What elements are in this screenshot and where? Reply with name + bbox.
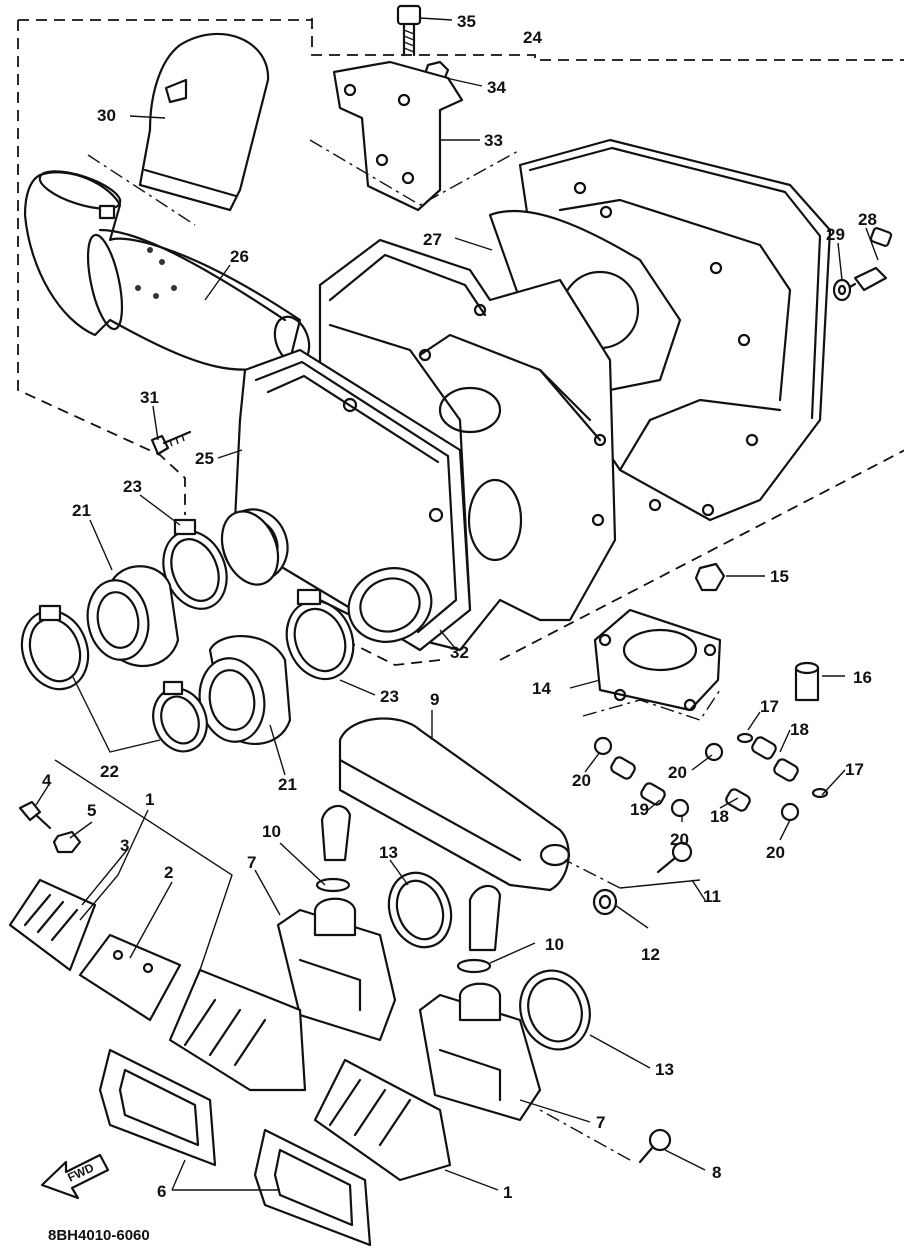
nut-15 [694, 562, 726, 592]
clamp-22a [20, 604, 90, 691]
callout-25: 25 [195, 449, 214, 468]
callout-27: 27 [423, 230, 442, 249]
callout-33: 33 [484, 131, 503, 150]
callout-1a: 1 [145, 790, 154, 809]
callout-7a: 7 [247, 853, 256, 872]
callout-labels: 35 24 34 30 33 27 29 28 26 31 25 23 21 1… [42, 12, 877, 1202]
tube-26 [23, 170, 311, 371]
callout-22: 22 [100, 762, 119, 781]
callout-20b: 20 [668, 763, 687, 782]
callout-8: 8 [712, 1163, 721, 1182]
callout-32: 32 [450, 643, 469, 662]
hoses-18-19 [610, 736, 799, 812]
bolt-8 [638, 1128, 672, 1164]
clips-17 [736, 732, 829, 799]
callout-10a: 10 [262, 822, 281, 841]
callout-23b: 23 [380, 687, 399, 706]
fwd-arrow-icon: FWD [40, 1153, 110, 1200]
callout-21a: 21 [72, 501, 91, 520]
callout-17b: 17 [845, 760, 864, 779]
callout-13b: 13 [655, 1060, 674, 1079]
callout-20a: 20 [572, 771, 591, 790]
leader-lines [35, 17, 879, 1191]
callout-29: 29 [826, 225, 845, 244]
diagram-code: 8BH4010-6060 [48, 1227, 150, 1244]
callout-15: 15 [770, 567, 789, 586]
reed-block-1b [313, 1058, 452, 1182]
callout-4: 4 [42, 771, 52, 790]
bolt-35 [396, 4, 422, 57]
reed-block-1a [168, 968, 307, 1092]
boot-21b [198, 634, 292, 745]
oring-10b [456, 958, 492, 974]
callout-19: 19 [630, 800, 649, 819]
manifold-7b [418, 982, 542, 1122]
fittings-20 [593, 736, 800, 822]
callout-20d: 20 [766, 843, 785, 862]
boot-21a [86, 565, 180, 668]
callout-17a: 17 [760, 697, 779, 716]
bolt-11 [656, 841, 693, 874]
clamp-23b [285, 588, 355, 681]
clamp-23a [162, 518, 228, 610]
callout-34: 34 [487, 78, 506, 97]
callout-28: 28 [858, 210, 877, 229]
plate-14 [593, 608, 722, 712]
washer-29 [832, 278, 852, 302]
screw-4 [18, 800, 52, 830]
silencer-9 [320, 717, 571, 952]
callout-1b: 1 [503, 1183, 512, 1202]
callout-10b: 10 [545, 935, 564, 954]
callout-13a: 13 [379, 843, 398, 862]
stopper-2 [78, 933, 182, 1022]
bracket-33 [309, 60, 521, 212]
callout-12: 12 [641, 945, 660, 964]
nut-5 [52, 830, 82, 854]
callout-9: 9 [430, 690, 439, 709]
callout-7b: 7 [596, 1113, 605, 1132]
clamp-22b [152, 680, 208, 753]
callout-31: 31 [140, 388, 159, 407]
callout-20c: 20 [670, 830, 689, 849]
callout-30: 30 [97, 106, 116, 125]
hose-16 [794, 661, 820, 702]
oring-10a [315, 877, 351, 893]
callout-18a: 18 [790, 720, 809, 739]
callout-16: 16 [853, 668, 872, 687]
callout-14: 14 [532, 679, 551, 698]
callout-2: 2 [164, 863, 173, 882]
duct-30 [87, 32, 270, 226]
grommet-12 [592, 888, 618, 916]
callout-23a: 23 [123, 477, 142, 496]
gasket-6a [98, 1048, 217, 1167]
assembly-boundary [17, 18, 904, 666]
callout-5: 5 [87, 801, 96, 820]
bolt-28 [848, 227, 893, 292]
clamp-13a [387, 871, 453, 949]
callout-18b: 18 [710, 807, 729, 826]
clamp-23c [220, 510, 280, 586]
screw-31 [150, 430, 192, 456]
clamp-13b [519, 969, 591, 1051]
callout-3: 3 [120, 836, 129, 855]
callout-26: 26 [230, 247, 249, 266]
callout-24: 24 [523, 28, 542, 47]
callout-35: 35 [457, 12, 476, 31]
callout-21b: 21 [278, 775, 297, 794]
callout-6: 6 [157, 1182, 166, 1201]
callout-11: 11 [703, 887, 721, 906]
reed-3 [8, 878, 97, 972]
gasket-6b [253, 1128, 372, 1247]
